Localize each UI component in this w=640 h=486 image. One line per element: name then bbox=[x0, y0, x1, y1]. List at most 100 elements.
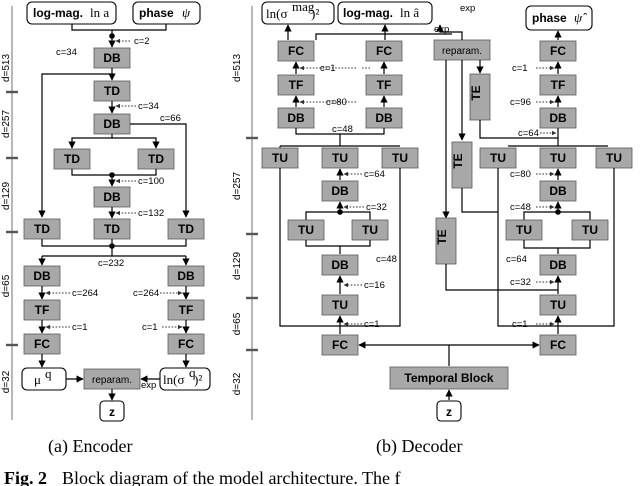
decoder-channel-c64-right: c=64 bbox=[506, 254, 527, 265]
decoder-tu-2c: TU bbox=[505, 219, 543, 241]
decoder-channel-c1-right: c=1 bbox=[512, 319, 528, 330]
encoder-channel-c1-right: c=1 bbox=[142, 322, 158, 333]
svg-text:)²: )² bbox=[194, 372, 202, 387]
decoder-tu-1d: TU bbox=[479, 147, 517, 169]
decoder-channel-c16: c=16 bbox=[364, 280, 385, 291]
svg-text:TD: TD bbox=[178, 222, 194, 236]
svg-text:TF: TF bbox=[179, 303, 194, 317]
decoder-depth-65: d=65 bbox=[232, 312, 243, 335]
decoder-te-1: TE bbox=[469, 73, 491, 121]
decoder-exp-label: exp bbox=[434, 24, 449, 35]
encoder-caption: (a) Encoder bbox=[48, 436, 132, 457]
encoder-td-2-right: TD bbox=[137, 148, 175, 170]
encoder-input-phase: phase ψ bbox=[132, 1, 201, 25]
svg-text:DB: DB bbox=[103, 51, 121, 65]
svg-text:TF: TF bbox=[377, 78, 392, 92]
encoder-channel-c34-top: c=34 bbox=[56, 47, 77, 58]
decoder-db-2: DB bbox=[365, 107, 403, 129]
decoder-depth-513: d=513 bbox=[232, 54, 243, 83]
encoder-depth-513: d=513 bbox=[1, 54, 12, 83]
decoder-channel-c1-left: c=1 bbox=[364, 319, 380, 330]
svg-text:TE: TE bbox=[435, 229, 449, 244]
decoder-tu-1f: TU bbox=[595, 147, 633, 169]
encoder-db-1: DB bbox=[93, 47, 131, 69]
encoder-td-2-left: TD bbox=[53, 148, 91, 170]
encoder-reparam: reparam. bbox=[83, 368, 141, 390]
decoder-fc-3: FC bbox=[539, 40, 577, 62]
svg-text:q: q bbox=[189, 365, 196, 380]
svg-text:DB: DB bbox=[331, 258, 349, 272]
decoder-depth-129: d=129 bbox=[232, 252, 243, 281]
svg-text:TU: TU bbox=[550, 151, 566, 165]
decoder-channel-c64: c=64 bbox=[364, 169, 385, 180]
decoder-reparam: reparam. bbox=[433, 39, 491, 61]
decoder-fc-5: FC bbox=[539, 334, 577, 356]
figure-caption-text: Block diagram of the model architecture.… bbox=[62, 468, 401, 486]
decoder-exp-label-top: exp bbox=[460, 3, 475, 14]
encoder-channel-c2: c=2 bbox=[134, 36, 150, 47]
svg-text:TU: TU bbox=[332, 298, 348, 312]
svg-text:FC: FC bbox=[34, 337, 50, 351]
decoder-channel-c48: c=48 bbox=[510, 202, 531, 213]
encoder-channel-c66: c=66 bbox=[160, 113, 181, 124]
svg-text:TU: TU bbox=[606, 151, 622, 165]
svg-text:DB: DB bbox=[549, 111, 567, 125]
decoder-tu-2a: TU bbox=[287, 219, 325, 241]
encoder-depth-129: d=129 bbox=[1, 182, 12, 211]
svg-text:TU: TU bbox=[490, 151, 506, 165]
encoder-output-sigma: ln(σ q )² bbox=[159, 365, 211, 391]
decoder-db-1: DB bbox=[277, 107, 315, 129]
decoder-fc-2: FC bbox=[365, 40, 403, 62]
encoder-channel-c232: c=232 bbox=[98, 258, 124, 269]
svg-text:TF: TF bbox=[35, 303, 50, 317]
svg-text:ψ: ψ bbox=[182, 5, 191, 20]
svg-text:FC: FC bbox=[288, 44, 304, 58]
decoder-db-6: DB bbox=[321, 254, 359, 276]
encoder-channel-c264-right: c=264 bbox=[133, 288, 159, 299]
svg-text:TU: TU bbox=[362, 223, 378, 237]
encoder-td-3-left: TD bbox=[23, 218, 61, 240]
decoder-te-2: TE bbox=[451, 141, 473, 189]
encoder-tf-left: TF bbox=[23, 299, 61, 321]
encoder-tf-right: TF bbox=[167, 299, 205, 321]
svg-text:TD: TD bbox=[148, 152, 164, 166]
decoder-depth-257: d=257 bbox=[232, 172, 243, 201]
decoder-tf-3: TF bbox=[539, 74, 577, 96]
svg-text:DB: DB bbox=[103, 190, 121, 204]
svg-text:TD: TD bbox=[104, 222, 120, 236]
svg-text:FC: FC bbox=[550, 44, 566, 58]
svg-text:DB: DB bbox=[549, 184, 567, 198]
encoder-td-1: TD bbox=[93, 80, 131, 102]
svg-text:)²: )² bbox=[311, 6, 319, 21]
encoder-depth-65: d=65 bbox=[1, 274, 12, 297]
svg-text:FC: FC bbox=[332, 338, 348, 352]
svg-text:Temporal Block: Temporal Block bbox=[404, 371, 493, 385]
encoder-td-3-mid: TD bbox=[93, 218, 131, 240]
decoder-db-7: DB bbox=[539, 254, 577, 276]
encoder-channel-c264-left: c=264 bbox=[72, 288, 98, 299]
svg-text:TD: TD bbox=[34, 222, 50, 236]
decoder-db-5: DB bbox=[539, 180, 577, 202]
decoder-tu-1e: TU bbox=[539, 147, 577, 169]
svg-text:μ: μ bbox=[34, 372, 41, 387]
encoder-input-log-mag: log-mag. ln a bbox=[26, 1, 117, 25]
svg-text:ln a: ln a bbox=[90, 5, 109, 20]
svg-text:log-mag.: log-mag. bbox=[33, 6, 83, 20]
svg-text:TU: TU bbox=[550, 298, 566, 312]
encoder-db-3: DB bbox=[93, 186, 131, 208]
svg-text:TU: TU bbox=[298, 223, 314, 237]
svg-text:ln â: ln â bbox=[400, 5, 419, 20]
decoder-channel-c80: c=80 bbox=[510, 169, 531, 180]
encoder-depth-32: d=32 bbox=[1, 370, 12, 393]
svg-text:ln(σ: ln(σ bbox=[163, 372, 184, 387]
decoder-tu-1b: TU bbox=[321, 147, 359, 169]
svg-text:TU: TU bbox=[582, 223, 598, 237]
svg-text:DB: DB bbox=[375, 111, 393, 125]
svg-text:DB: DB bbox=[287, 111, 305, 125]
svg-text:TD: TD bbox=[104, 84, 120, 98]
decoder-tu-3b: TU bbox=[539, 294, 577, 316]
decoder-db-3: DB bbox=[539, 107, 577, 129]
decoder-caption: (b) Decoder bbox=[376, 436, 462, 457]
encoder-db-2: DB bbox=[93, 113, 131, 135]
